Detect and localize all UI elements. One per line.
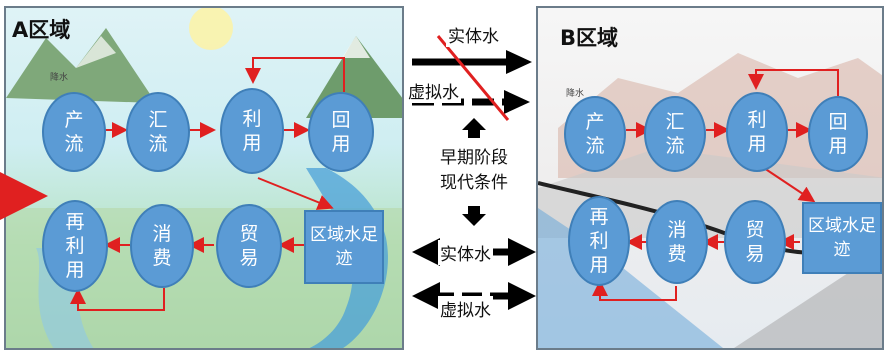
- top-virtual-water-label: 虚拟水: [406, 78, 461, 103]
- a-node-trade: 贸易: [216, 204, 282, 288]
- b-node-use: 利用: [726, 92, 788, 172]
- arrow-up: [462, 118, 486, 138]
- region-b-title: B区域: [560, 26, 619, 50]
- bottom-virtual-water-label: 虚拟水: [438, 296, 493, 321]
- phase-labels: 早期阶段 现代条件: [422, 146, 526, 196]
- a-node-consumption: 消费: [130, 204, 194, 288]
- a-node-runoff: 产流: [42, 92, 106, 172]
- sun: [189, 8, 233, 50]
- region-a-panel: A区域 降水: [4, 6, 404, 350]
- b-node-runoff: 产流: [564, 96, 626, 172]
- a-node-recycle: 再利用: [42, 200, 108, 292]
- top-real-water-label: 实体水: [446, 22, 501, 47]
- top-virtual-arrow-head: [504, 90, 530, 114]
- rain-label-b: 降水: [566, 89, 585, 99]
- mountain-right-snow: [342, 36, 370, 58]
- b-node-reuse-return: 回用: [808, 96, 868, 172]
- b-water-footprint-box: 区域水足迹: [802, 202, 882, 274]
- bottom-real-arrow-head-left: [412, 238, 440, 266]
- top-real-arrow-head: [506, 50, 532, 74]
- region-a-title: A区域: [12, 18, 71, 42]
- rain-label: 降水: [50, 73, 69, 83]
- region-b-background: [538, 53, 882, 348]
- phase-modern-label: 现代条件: [440, 173, 508, 193]
- bottom-real-arrow-head-right: [508, 238, 536, 266]
- mountain-snow: [76, 36, 116, 68]
- bottom-virtual-arrow-head-right: [508, 282, 536, 310]
- a-water-footprint-box: 区域水足迹: [304, 210, 384, 284]
- bottom-virtual-arrow-head-left: [412, 282, 440, 310]
- b-node-recycle: 再利用: [568, 196, 630, 286]
- b-node-consumption: 消费: [646, 200, 708, 284]
- b-node-confluence: 汇流: [644, 96, 706, 172]
- phase-early-label: 早期阶段: [440, 148, 508, 168]
- a-node-use: 利用: [220, 88, 284, 174]
- region-a-background: [6, 8, 402, 348]
- a-node-confluence: 汇流: [126, 92, 190, 172]
- region-b-panel: B区域 降水: [536, 6, 884, 350]
- bottom-real-water-label: 实体水: [438, 240, 493, 265]
- arrow-down: [462, 206, 486, 226]
- a-node-reuse-return: 回用: [308, 92, 374, 172]
- b-node-trade: 贸易: [724, 200, 786, 284]
